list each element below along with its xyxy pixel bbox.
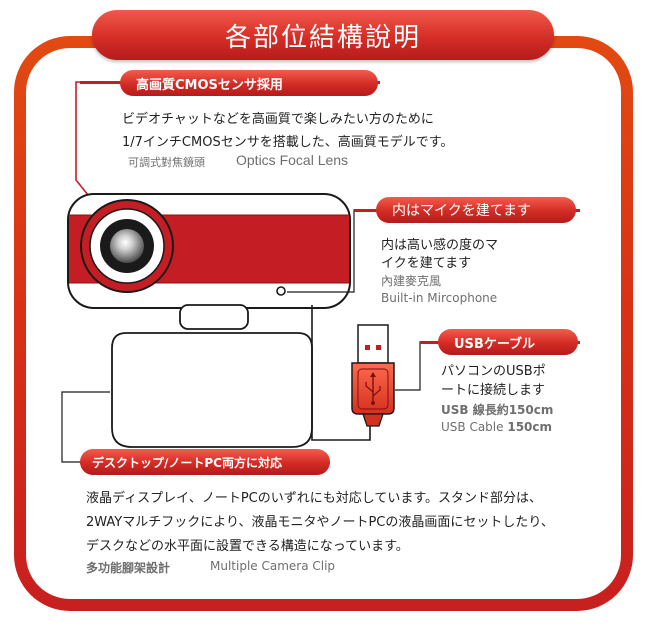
mic-heading: 内はマイクを建てます bbox=[376, 197, 576, 223]
mic-desc-line1: 内は高い感の度のマ bbox=[381, 238, 499, 253]
stand-label-en: Multiple Camera Clip bbox=[210, 559, 336, 573]
sensor-label-cn: 可調式對焦鏡頭 bbox=[128, 156, 205, 169]
usb-desc-line2: ートに接続します bbox=[441, 383, 546, 398]
camera-stand bbox=[111, 332, 313, 448]
mic-label-cn: 內建麥克風 bbox=[381, 274, 442, 288]
sensor-label-en: Optics Focal Lens bbox=[236, 152, 349, 168]
usb-label-en-prefix: USB Cable bbox=[441, 420, 504, 434]
sensor-desc-line2: 1/7インチCMOSセンサを搭載した、高画質モデルです。 bbox=[122, 135, 454, 150]
sensor-heading: 高画質CMOSセンサ採用 bbox=[120, 70, 378, 96]
usb-symbol-icon bbox=[365, 372, 381, 405]
outer-frame bbox=[14, 36, 633, 611]
mic-desc-line2: イクを建てます bbox=[381, 256, 472, 271]
usb-label-cn: USB 線長約150cm bbox=[441, 403, 554, 417]
usb-label-en: USB Cable 150cm bbox=[441, 420, 552, 434]
stand-heading: デスクトップ/ノートPC両方に対応 bbox=[80, 449, 330, 475]
stand-desc-line3: デスクなどの水平面に設置できる構造になっています。 bbox=[86, 539, 409, 554]
leader-line-sensor bbox=[75, 81, 120, 211]
usb-desc-line1: パソコンのUSBポ bbox=[441, 364, 546, 379]
usb-heading: USBケーブル bbox=[438, 329, 578, 355]
leader-line-stand bbox=[61, 391, 110, 463]
camera-lens-icon bbox=[80, 199, 174, 293]
usb-label-en-value: 150cm bbox=[507, 420, 553, 434]
camera-neck bbox=[179, 304, 249, 330]
sensor-desc-line1: ビデオチャットなどを高画質で楽しみたい方のために bbox=[122, 112, 434, 127]
stand-desc-line1: 液晶ディスプレイ、ノートPCのいずれにも対応しています。スタンド部分は、 bbox=[86, 491, 543, 506]
page-title: 各部位結構說明 bbox=[92, 10, 554, 60]
usb-cable bbox=[311, 305, 371, 441]
leader-line-usb bbox=[395, 341, 440, 391]
stand-desc-line2: 2WAYマルチフックにより、液晶モニタやノートPCの液晶画面にセットしたり、 bbox=[86, 515, 554, 530]
mic-label-en: Built-in Mircophone bbox=[381, 291, 498, 305]
frame-inner bbox=[26, 48, 621, 599]
stand-label-cn: 多功能腳架設計 bbox=[86, 561, 171, 575]
mic-hole-icon bbox=[276, 286, 286, 296]
